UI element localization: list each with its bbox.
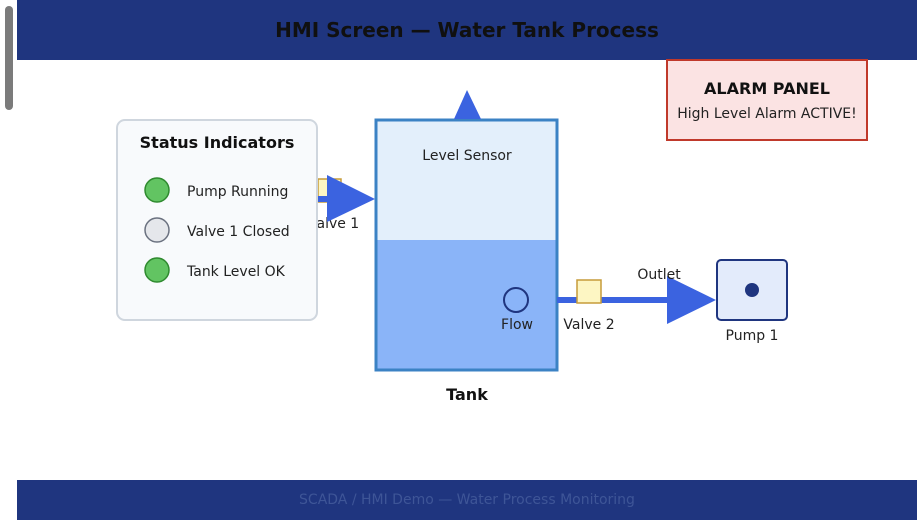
flow-label: Flow [501, 317, 533, 333]
status-panel: Status Indicators Pump Running Valve 1 C… [116, 119, 318, 321]
status-panel-title: Status Indicators [140, 133, 295, 152]
pump-label: Pump 1 [726, 328, 779, 344]
alarm-panel-title: ALARM PANEL [704, 79, 830, 98]
status-label-tank: Tank Level OK [186, 264, 286, 280]
pump-icon [745, 283, 759, 297]
tank-label: Tank [446, 385, 488, 404]
status-label-valve: Valve 1 Closed [187, 224, 290, 240]
page-title: HMI Screen — Water Tank Process [275, 18, 659, 42]
footer-text: SCADA / HMI Demo — Water Process Monitor… [299, 492, 635, 508]
tank: Level Sensor Flow [374, 118, 559, 372]
valve-2[interactable] [576, 279, 602, 304]
flow-sensor-icon [503, 287, 529, 313]
footer-bar: SCADA / HMI Demo — Water Process Monitor… [17, 480, 917, 520]
outlet-arrow [667, 276, 716, 324]
tank-water-level [376, 240, 557, 370]
scrollbar-thumb[interactable] [5, 6, 13, 110]
outlet-label: Outlet [637, 267, 681, 283]
vent-arrow [454, 90, 481, 119]
alarm-message: High Level Alarm ACTIVE! [677, 106, 857, 122]
scrollbar[interactable] [0, 0, 17, 526]
level-sensor-label: Level Sensor [422, 148, 512, 164]
alarm-panel: ALARM PANEL High Level Alarm ACTIVE! [666, 59, 868, 141]
valve1-closed-indicator [144, 217, 170, 243]
header-bar: HMI Screen — Water Tank Process [17, 0, 917, 60]
inlet-arrow [327, 175, 375, 222]
status-label-pump: Pump Running [187, 184, 288, 200]
tank-level-indicator [144, 257, 170, 283]
pump-running-indicator [144, 177, 170, 203]
valve-2-label: Valve 2 [563, 317, 614, 333]
pump-1[interactable] [716, 259, 788, 321]
